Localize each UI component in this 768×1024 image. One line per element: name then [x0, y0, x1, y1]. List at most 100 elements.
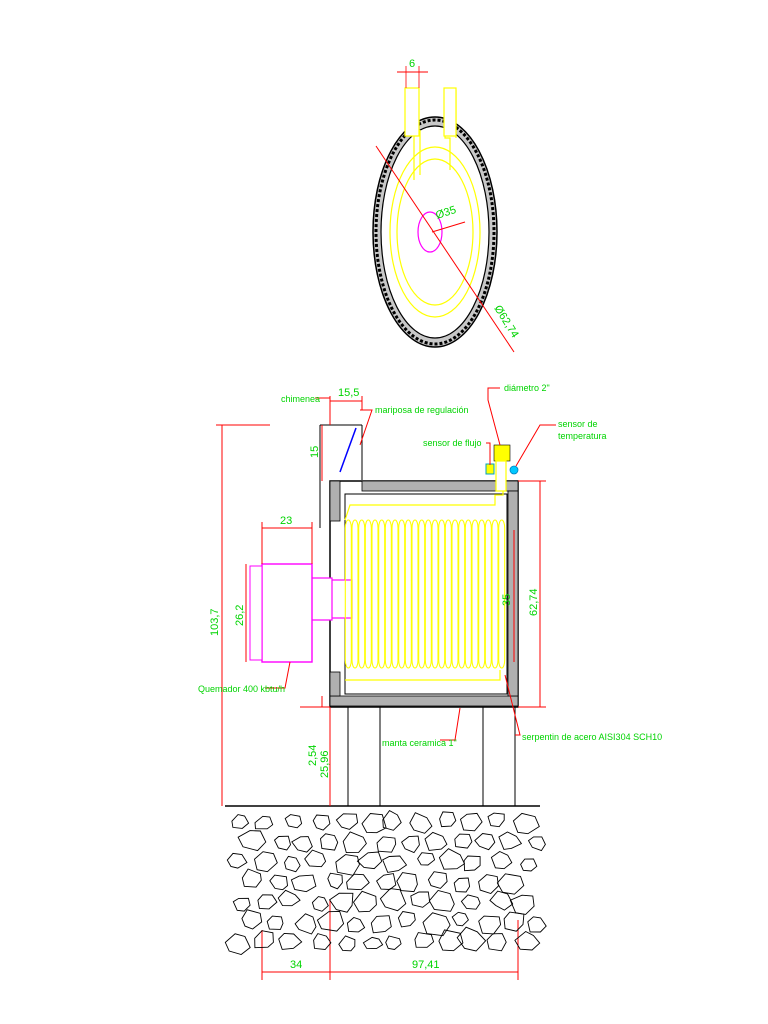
label-chimney: chimenea [281, 394, 320, 404]
rock [424, 831, 448, 851]
rock [438, 929, 464, 952]
rock [257, 894, 278, 910]
rock [254, 930, 274, 949]
dim-burner-offset: 34 [290, 959, 302, 971]
label-temp-sensor-2: temperatura [558, 431, 607, 441]
dim-chimney-height: 15 [309, 446, 321, 458]
rock [454, 833, 473, 849]
inner-shell [380, 125, 490, 339]
rock [459, 812, 483, 832]
label-diameter: diámetro 2" [504, 383, 550, 393]
coil-loop [358, 519, 366, 669]
rock [284, 814, 303, 829]
rock [311, 896, 329, 912]
rock [335, 854, 360, 876]
rock [231, 814, 250, 829]
coil-outer-ring [389, 146, 481, 318]
rock [338, 935, 356, 952]
leader-ceramic [440, 707, 461, 741]
rock [379, 888, 407, 912]
leader-diameter [487, 387, 501, 446]
rock [328, 892, 354, 913]
label-temp-sensor-1: sensor de [558, 419, 598, 429]
label-ceramic: manta ceramica 1" [382, 738, 457, 748]
rock [361, 813, 387, 834]
rock [316, 910, 345, 932]
coil-loop [491, 519, 499, 669]
coil-loop [464, 519, 472, 669]
coil-loop [404, 519, 412, 669]
rock [254, 815, 274, 830]
burner-throat [329, 579, 353, 619]
rock [294, 913, 317, 935]
rock [414, 932, 435, 948]
rock [273, 835, 291, 851]
rock [490, 850, 513, 870]
burner-flange [309, 577, 333, 621]
rock [382, 810, 402, 831]
dim-insulation: 2,54 [307, 745, 319, 766]
rock [496, 873, 525, 895]
coil-loop [458, 519, 466, 669]
coil-loop [398, 519, 406, 669]
rock [463, 855, 481, 872]
dim-coil-height: 35 [501, 594, 513, 606]
rock [474, 833, 496, 851]
coil-loop [384, 519, 392, 669]
flow-sensor [485, 463, 495, 475]
coil [344, 519, 506, 669]
rock [428, 889, 455, 912]
rock [409, 812, 433, 834]
rock [438, 848, 466, 870]
insulation-top [361, 480, 519, 492]
coil-loop [391, 519, 399, 669]
rock [401, 835, 420, 854]
temperature-sensor [509, 465, 519, 475]
burner-circle [417, 211, 443, 253]
top-view: 6 Ø35 Ø62,74 [372, 58, 521, 353]
pipe-stub-right [443, 87, 457, 137]
coil-loop [418, 519, 426, 669]
burner-box [261, 563, 313, 663]
coil-loop [378, 519, 386, 669]
dim-burner-width: 23 [280, 515, 292, 527]
rock [460, 894, 481, 910]
shell-texture [374, 118, 496, 346]
ground-rocks [224, 810, 547, 955]
rock [290, 874, 317, 893]
dim-body-length: 97,41 [412, 959, 440, 971]
rock [427, 871, 448, 889]
rock [385, 935, 402, 950]
dim-pipe-spacing: 6 [409, 58, 415, 70]
dim-62-leader [375, 145, 515, 353]
rock [241, 909, 263, 930]
rock [327, 872, 343, 890]
rock [266, 915, 284, 930]
rock [291, 836, 313, 853]
rock [232, 897, 251, 912]
rock [410, 891, 431, 908]
rock [512, 812, 540, 835]
coil-loop [364, 519, 372, 669]
label-coil: serpentin de acero AISI304 SCH10 [522, 732, 662, 742]
label-flow-sensor: sensor de flujo [423, 438, 482, 448]
leader-coil [504, 674, 521, 736]
rock [312, 814, 331, 831]
coil-loop [371, 519, 379, 669]
insulation-right [507, 490, 519, 697]
rock [509, 894, 535, 915]
label-butterfly: mariposa de regulación [375, 405, 469, 415]
coil-loop [444, 519, 452, 669]
leader-flow [486, 442, 491, 465]
support-legs [347, 707, 516, 806]
rock [451, 911, 469, 927]
dim-burner-height: 26,2 [234, 605, 246, 626]
rock [376, 836, 397, 853]
dim-body-height: 62,74 [528, 588, 540, 616]
coil-loop [498, 519, 506, 669]
coil-loop [411, 519, 419, 669]
rock [527, 836, 546, 852]
rock [342, 831, 367, 854]
rock [489, 890, 514, 911]
